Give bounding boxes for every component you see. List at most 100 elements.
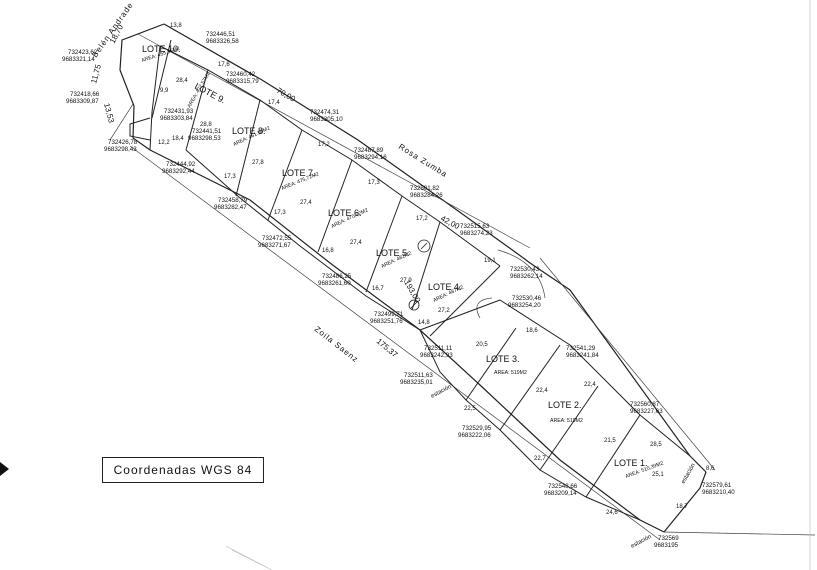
outer-boundary (119, 23, 707, 533)
dim-13-8: 13,8 (170, 23, 182, 29)
svg-text:732529,95: 732529,95 (462, 425, 492, 432)
dim-18-4: 18,4 (172, 136, 184, 142)
dim-28-8: 28,8 (200, 122, 212, 128)
dim-20-5: 20,5 (476, 342, 488, 348)
dim-17-3-low-b: 17,3 (274, 210, 286, 216)
lot-5-label: LOTE 5. (376, 248, 410, 258)
svg-text:732515,63: 732515,63 (460, 223, 490, 230)
svg-text:732486,25: 732486,25 (322, 273, 352, 280)
svg-text:9683326,58: 9683326,58 (206, 38, 239, 45)
estacion-3: estación (681, 463, 697, 485)
dim-19-1: 19,1 (484, 258, 496, 264)
main-dimensions: 18,70 11,75 13,53 70,00 42,00 193,00 175… (89, 23, 461, 360)
svg-text:732446,51: 732446,51 (206, 31, 236, 38)
svg-text:9683222,06: 9683222,06 (458, 432, 491, 439)
lot-divisions (129, 39, 691, 521)
landmark-circles (408, 239, 431, 311)
svg-text:9683209,14: 9683209,14 (544, 490, 577, 497)
dim-17-4-top: 17,4 (268, 100, 280, 106)
dim-42-00: 42,00 (439, 214, 461, 232)
dim-22-7: 22,7 (534, 456, 546, 462)
lot-10-label: LOTE 10. (142, 44, 181, 54)
svg-text:732511,11: 732511,11 (424, 345, 453, 352)
dim-17-2-b: 17,2 (416, 216, 428, 222)
lot-3-area: AREA: 519M2 (494, 370, 527, 376)
dim-28-4: 28,4 (176, 78, 188, 84)
segment-dimensions: 13,8 17,6 17,4 17,2 17,3 17,2 19,1 18,6 … (158, 23, 715, 516)
street-zoila-saenz: Zoila Saenz (313, 324, 361, 364)
svg-text:732499,71: 732499,71 (374, 311, 404, 318)
legend-text: Coordenadas WGS 84 (113, 463, 253, 477)
svg-text:9683321,14: 9683321,14 (62, 56, 95, 63)
svg-text:9683227,63: 9683227,63 (630, 408, 663, 415)
svg-text:732423,62: 732423,62 (68, 49, 98, 56)
landmark-circle-1 (417, 239, 431, 253)
lot-7-label: LOTE 7. (282, 168, 316, 178)
svg-text:732460,42: 732460,42 (226, 71, 256, 78)
landmark-circle-2 (408, 299, 420, 311)
svg-text:9683210,40: 9683210,40 (702, 489, 735, 496)
dim-11-75: 11,75 (89, 63, 103, 85)
dim-9-9: 9,9 (160, 88, 169, 94)
svg-text:9683262,14: 9683262,14 (510, 273, 543, 280)
lot-1-label: LOTE 1. (614, 458, 648, 468)
arrow-icon (0, 462, 9, 476)
street-lines (109, 33, 816, 541)
dim-27-4-a: 27,4 (300, 200, 312, 206)
svg-text:732548,66: 732548,66 (548, 483, 578, 490)
dim-17-3-top: 17,3 (368, 180, 380, 186)
estacion-2: estación (630, 534, 653, 550)
lot-labels: LOTE 10. AREA: 455,35M2 LOTE 9. AREA: 47… (141, 44, 665, 480)
svg-text:732474,31: 732474,31 (310, 109, 340, 116)
dim-12-2: 12,2 (158, 140, 170, 146)
lot-3-label: LOTE 3. (486, 354, 520, 364)
dim-18-6: 18,6 (526, 328, 538, 334)
lot-2-area: AREA: 519M2 (550, 418, 583, 424)
svg-text:9683298,53: 9683298,53 (188, 135, 221, 142)
dim-22-4-b: 22,4 (536, 388, 548, 394)
lot-2-label: LOTE 2. (548, 400, 582, 410)
lot-4-label: LOTE 4. (428, 282, 462, 292)
svg-text:732426,78: 732426,78 (108, 139, 138, 146)
svg-text:732431,93: 732431,93 (164, 108, 194, 115)
svg-text:732444,92: 732444,92 (166, 161, 196, 168)
coordinate-system-legend: Coordenadas WGS 84 (102, 457, 264, 483)
svg-text:9683261,60: 9683261,60 (318, 280, 351, 287)
svg-text:9683315,79: 9683315,79 (226, 78, 259, 85)
lot-6-label: LOTE 6. (328, 208, 362, 218)
dim-14-8: 14,8 (418, 320, 430, 326)
svg-text:732541,29: 732541,29 (566, 345, 596, 352)
street-names: Belén Andrade Rosa Zumba Zoila Saenz (90, 0, 449, 364)
dim-8-6: 8,6 (706, 466, 715, 472)
svg-text:9683284,26: 9683284,26 (410, 192, 443, 199)
svg-text:9683251,76: 9683251,76 (370, 318, 403, 325)
svg-text:9683254,20: 9683254,20 (508, 302, 541, 309)
lot-8-label: LOTE 8. (232, 126, 266, 136)
dim-21-5: 21,5 (604, 438, 616, 444)
svg-text:9683305,10: 9683305,10 (310, 116, 343, 123)
svg-text:9683274,23: 9683274,23 (460, 230, 493, 237)
dim-27-9: 27,9 (400, 278, 412, 284)
svg-text:732487,89: 732487,89 (354, 147, 384, 154)
dim-25-1: 25,1 (652, 472, 664, 478)
